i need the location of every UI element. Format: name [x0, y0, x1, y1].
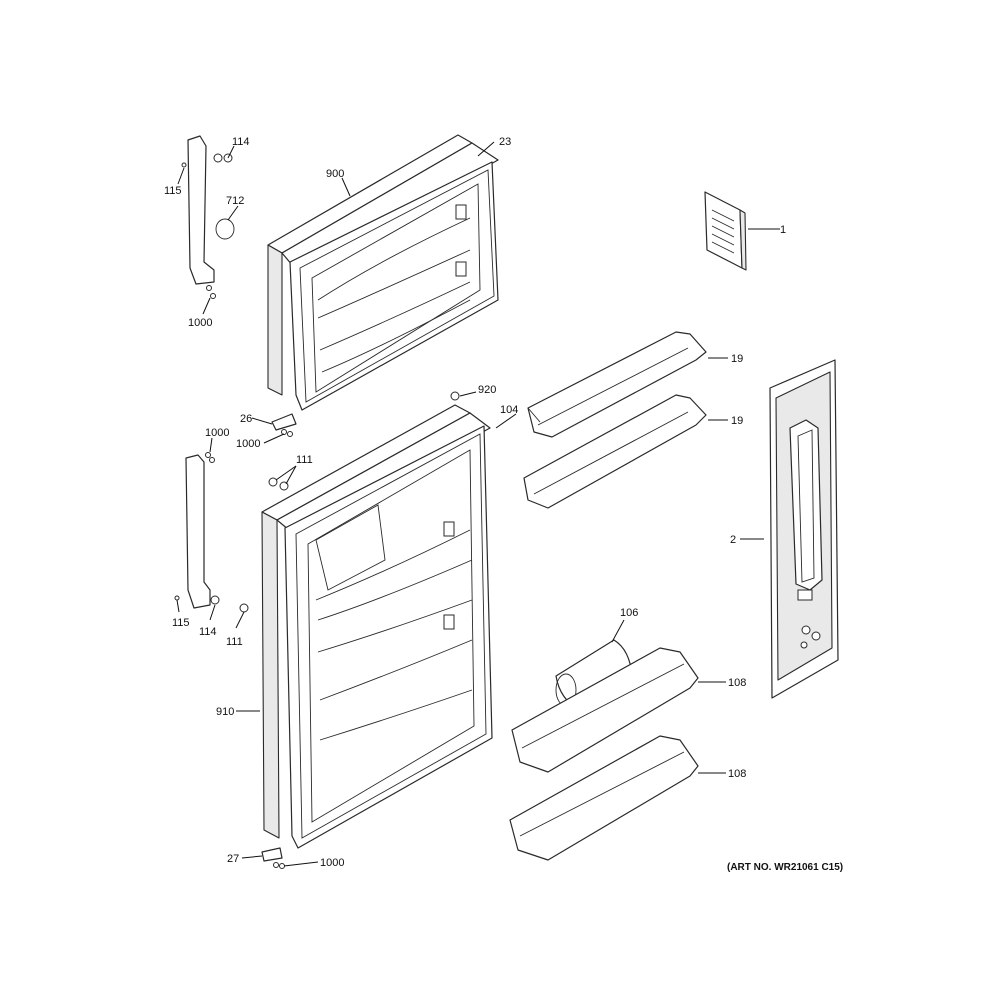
callout-2: 2: [730, 534, 736, 546]
leader-lines: [176, 141, 780, 867]
callout-115-top: 115: [164, 185, 182, 197]
callout-111-top: 111: [296, 454, 313, 466]
callout-1000-handle: 1000: [205, 427, 229, 439]
callout-115-bottom: 115: [172, 617, 190, 629]
callout-19-lower: 19: [731, 415, 743, 427]
door-bin-19-upper: [527, 331, 707, 438]
fresh-food-door-910: [261, 404, 493, 849]
callout-106: 106: [620, 607, 638, 619]
callout-712: 712: [226, 195, 244, 207]
door-bin-108-lower: [509, 735, 699, 861]
freezer-door-900: [267, 134, 499, 411]
callout-26: 26: [240, 413, 252, 425]
callout-104: 104: [500, 404, 518, 416]
callout-920: 920: [478, 384, 496, 396]
freezer-handle: [181, 135, 235, 299]
callout-114-bottom: 114: [199, 626, 217, 638]
art-number: (ART NO. WR21061 C15): [727, 862, 843, 873]
literature-1: [704, 191, 747, 271]
handle-kit-2: [769, 359, 839, 699]
callout-114-top: 114: [232, 136, 250, 148]
callout-108-upper: 108: [728, 677, 746, 689]
callout-23: 23: [499, 136, 511, 148]
callout-27: 27: [227, 853, 239, 865]
callout-1000-hinge: 1000: [236, 438, 260, 450]
callout-108-lower: 108: [728, 768, 746, 780]
callout-1: 1: [780, 224, 786, 236]
callout-111-bottom: 111: [226, 636, 243, 648]
door-bin-19-lower: [523, 394, 707, 509]
callout-900: 900: [326, 168, 344, 180]
callout-910: 910: [216, 706, 234, 718]
callout-1000-top: 1000: [188, 317, 212, 329]
callout-1000-bottom: 1000: [320, 857, 344, 869]
fresh-food-handle: [174, 452, 249, 613]
callout-labels: 114 23 900 115 712 1 1000 19 920 26 104 …: [164, 136, 843, 873]
door-bin-108-upper: [511, 647, 699, 773]
callout-19-upper: 19: [731, 353, 743, 365]
